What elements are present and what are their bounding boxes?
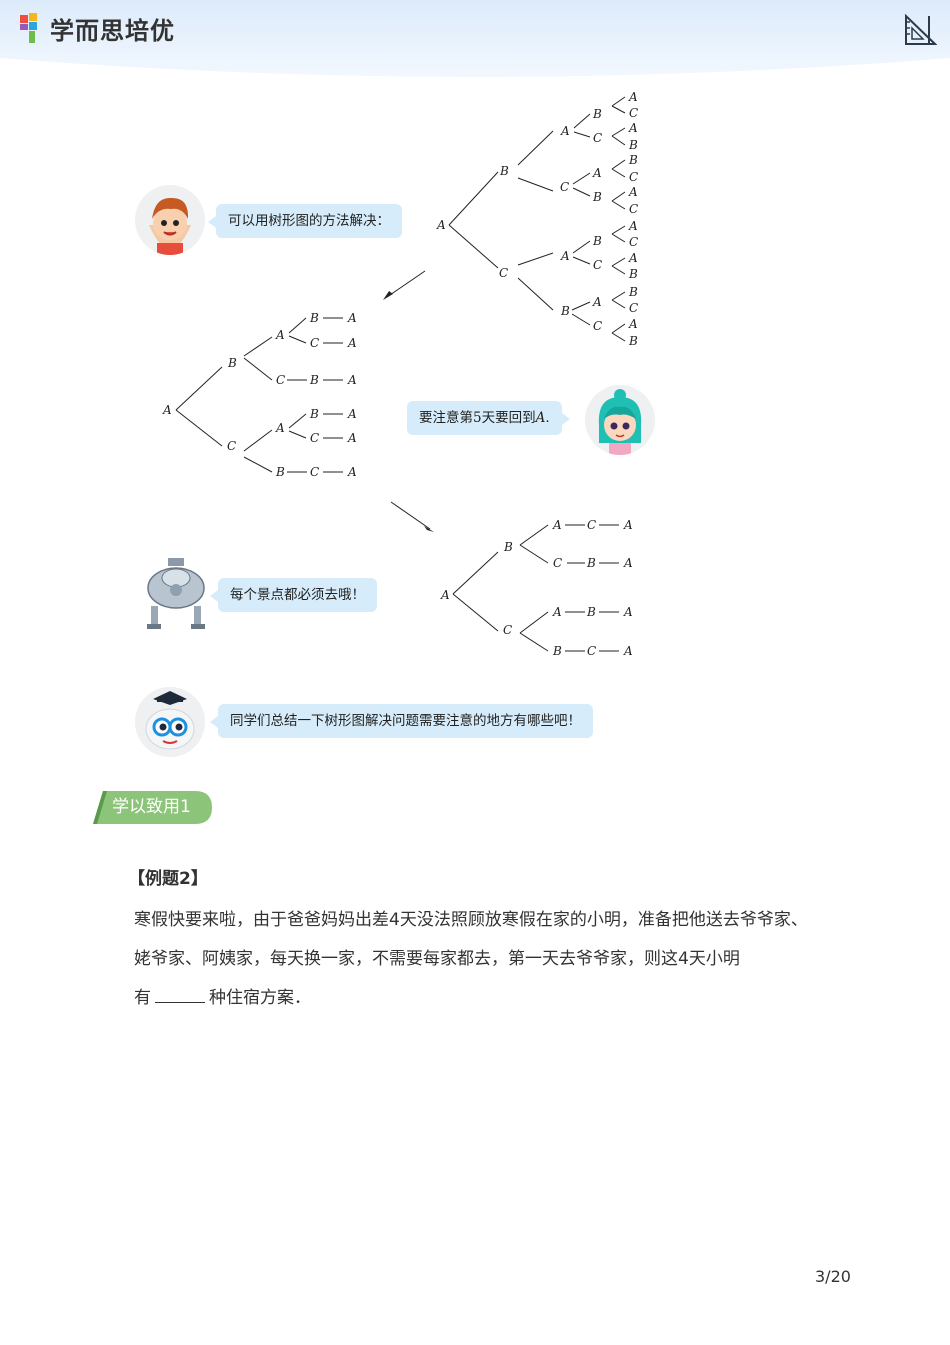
svg-text:C: C (503, 623, 512, 637)
svg-text:A: A (628, 219, 638, 233)
svg-text:B: B (592, 190, 602, 204)
svg-text:A: A (628, 90, 638, 104)
logo-icon (18, 11, 44, 45)
svg-text:B: B (552, 644, 562, 658)
svg-text:C: C (593, 131, 602, 145)
svg-text:B: B (628, 267, 638, 281)
svg-text:B: B (628, 153, 638, 167)
section-tag: 学以致用1 (93, 791, 212, 824)
svg-text:C: C (499, 266, 508, 280)
svg-text:A: A (347, 465, 357, 479)
section-tag-background (93, 791, 212, 824)
svg-text:A: A (628, 185, 638, 199)
girl-speech-bubble: 要注意第5天要回到A. (407, 401, 570, 435)
svg-text:C: C (587, 518, 596, 532)
svg-text:C: C (629, 202, 638, 216)
mascot-avatar (135, 687, 205, 757)
svg-text:C: C (310, 336, 319, 350)
boy-speech-bubble: 可以用树形图的方法解决： (208, 204, 402, 238)
svg-text:A: A (628, 121, 638, 135)
ruler-icon (905, 14, 937, 45)
svg-text:A: A (623, 605, 633, 619)
svg-text:B: B (503, 540, 513, 554)
svg-text:B: B (309, 311, 319, 325)
page-number: 3/20 (815, 1267, 851, 1286)
boy-avatar (135, 185, 205, 255)
brand-logo[interactable]: 学而思培优 (18, 10, 175, 46)
svg-text:A: A (628, 251, 638, 265)
svg-text:A: A (347, 311, 357, 325)
svg-text:C: C (310, 431, 319, 445)
robot-speech-text: 每个景点都必须去哦！ (230, 587, 365, 603)
svg-text:A: A (560, 124, 570, 138)
svg-text:B: B (586, 605, 596, 619)
svg-text:A: A (628, 317, 638, 331)
svg-text:B: B (309, 373, 319, 387)
svg-text:C: C (629, 170, 638, 184)
svg-text:A: A (275, 328, 285, 342)
robot-speech-bubble: 每个景点都必须去哦！ (210, 578, 377, 612)
girl-avatar (585, 385, 655, 455)
svg-text:C: C (227, 439, 236, 453)
girl-speech-variable: A (535, 410, 546, 426)
svg-text:A: A (436, 218, 446, 232)
svg-text:A: A (623, 644, 633, 658)
svg-text:A: A (347, 431, 357, 445)
svg-text:C: C (276, 373, 285, 387)
svg-text:A: A (347, 336, 357, 350)
svg-text:A: A (347, 373, 357, 387)
svg-text:B: B (592, 107, 602, 121)
girl-speech-number: 5 (473, 410, 482, 426)
svg-text:B: B (628, 138, 638, 152)
svg-text:C: C (593, 319, 602, 333)
svg-text:C: C (593, 258, 602, 272)
mascot-speech-bubble: 同学们总结一下树形图解决问题需要注意的地方有哪些吧！ (210, 704, 593, 738)
svg-text:B: B (586, 556, 596, 570)
boy-speech-text: 可以用树形图的方法解决： (228, 213, 390, 229)
mascot-speech-text: 同学们总结一下树形图解决问题需要注意的地方有哪些吧！ (230, 713, 581, 729)
svg-text:C: C (629, 106, 638, 120)
svg-text:A: A (623, 518, 633, 532)
header-background (0, 0, 950, 77)
svg-text:A: A (347, 407, 357, 421)
answer-blank[interactable] (155, 988, 205, 1003)
tree-diagrams: A B C A C A B B C A B B C A C AC AB BC A… (162, 90, 638, 658)
svg-text:B: B (227, 356, 237, 370)
svg-text:B: B (309, 407, 319, 421)
svg-text:A: A (552, 518, 562, 532)
robot-avatar (141, 556, 211, 630)
example-line-3: 有 种住宿方案． (134, 983, 311, 1008)
svg-text:B: B (560, 304, 570, 318)
svg-text:C: C (553, 556, 562, 570)
brand-name: 学而思培优 (50, 16, 175, 45)
girl-speech-mid: 天要回到 (481, 410, 536, 426)
svg-text:B: B (275, 465, 285, 479)
girl-speech-end: . (545, 410, 550, 426)
example-line-1: 寒假快要来啦，由于爸爸妈妈出差4天没法照顾放寒假在家的小明，准备把他送去爷爷家、 (134, 910, 808, 930)
svg-text:A: A (552, 605, 562, 619)
svg-text:C: C (560, 180, 569, 194)
svg-text:C: C (310, 465, 319, 479)
svg-text:A: A (162, 403, 172, 417)
svg-text:A: A (275, 421, 285, 435)
svg-text:B: B (592, 234, 602, 248)
svg-text:A: A (440, 588, 450, 602)
section-tag-label: 学以致用1 (112, 797, 191, 817)
svg-text:B: B (499, 164, 509, 178)
page-header: 学而思培优 (0, 0, 950, 84)
svg-text:A: A (592, 166, 602, 180)
svg-text:C: C (587, 644, 596, 658)
svg-text:B: B (628, 334, 638, 348)
svg-text:C: C (629, 301, 638, 315)
svg-text:B: B (628, 285, 638, 299)
svg-text:A: A (592, 295, 602, 309)
example-line-2: 姥爷家、阿姨家，每天换一家，不需要每家都去，第一天去爷爷家，则这4天小明 (134, 949, 740, 969)
svg-text:A: A (623, 556, 633, 570)
example-line-3-end: 种住宿方案． (209, 988, 311, 1008)
girl-speech-prefix: 要注意第 (419, 410, 473, 426)
example-title: 【例题2】 (128, 869, 208, 889)
svg-text:C: C (629, 235, 638, 249)
svg-text:A: A (560, 249, 570, 263)
example-line-3-start: 有 (134, 988, 151, 1008)
